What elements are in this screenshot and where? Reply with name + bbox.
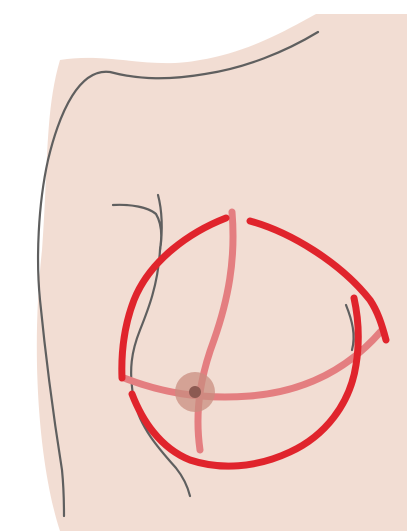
nipple [189,386,201,398]
skin-body-shape [37,14,407,531]
